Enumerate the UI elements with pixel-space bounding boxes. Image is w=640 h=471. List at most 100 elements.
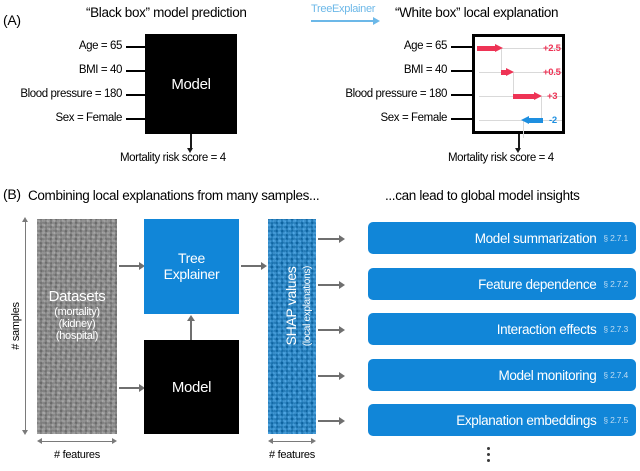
- leader-line-bp-right: [451, 94, 472, 96]
- panel-a-right-title: “White box” local explanation: [395, 5, 559, 20]
- flow-arrow-datasets-to-explainer-head: [139, 262, 145, 270]
- flow-arrow-to-insight-4-shaft: [318, 375, 340, 377]
- waterfall-connector-4: [523, 120, 524, 138]
- panel-b-right-title: ...can lead to global model insights: [385, 188, 580, 203]
- flow-arrow-to-insight-1-shaft: [318, 238, 340, 240]
- flow-arrow-to-insight-3-shaft: [318, 329, 340, 331]
- shap-values-column: [268, 219, 316, 434]
- feature-label-bmi-right: BMI = 40: [403, 64, 448, 76]
- datasets-subtitle-hospital: (hospital): [55, 330, 99, 343]
- features-left-dimension-line: [42, 441, 112, 443]
- waterfall-guide-age: [479, 48, 562, 49]
- insight-pill-interaction-effects[interactable]: Interaction effects § 2.7.3: [368, 313, 636, 345]
- datasets-title: Datasets: [48, 288, 106, 305]
- feature-label-bmi-left: BMI = 40: [78, 64, 123, 76]
- output-label-left: Mortality risk score = 4: [120, 152, 226, 164]
- shap-value-sex: -2: [549, 115, 557, 126]
- feature-label-age-left: Age = 65: [78, 40, 123, 52]
- flow-arrow-model-to-explainer-shaft: [190, 320, 192, 340]
- continuation-dot-3: [487, 459, 490, 462]
- treeexplainer-arrow-shaft: [311, 20, 373, 22]
- flow-arrow-to-insight-3-head: [339, 326, 345, 334]
- insights-continuation-dots: [487, 447, 490, 462]
- black-box-output-arrow-head: [187, 148, 193, 153]
- flow-arrow-explainer-to-shap-head: [261, 262, 267, 270]
- panel-a-left-title: “Black box” model prediction: [86, 5, 247, 20]
- features-right-axis-label: # features: [269, 449, 315, 461]
- shap-values-column-subtext: (local explanations): [297, 252, 315, 360]
- panel-b-left-title: Combining local explanations from many s…: [28, 188, 320, 203]
- feature-label-sex-right: Sex = Female: [380, 112, 448, 124]
- insight-section-interaction-effects: § 2.7.3: [603, 324, 628, 334]
- leader-line-sex-right: [451, 118, 472, 120]
- flow-arrow-datasets-to-model-head: [139, 384, 145, 392]
- shap-arrow-bmi: [501, 68, 515, 77]
- feature-label-bp-left: Blood pressure = 180: [20, 88, 122, 100]
- insight-pill-model-summarization[interactable]: Model summarization § 2.7.1: [368, 222, 636, 254]
- feature-label-sex-left: Sex = Female: [55, 112, 123, 124]
- flow-arrow-model-to-explainer-head: [187, 315, 195, 321]
- flow-arrow-explainer-to-shap-shaft: [241, 265, 262, 267]
- waterfall-connector-3: [541, 96, 542, 120]
- insight-label-interaction-effects: Interaction effects: [496, 321, 597, 337]
- shap-value-age: +2.5: [543, 43, 561, 54]
- datasets-text-group: Datasets (mortality) (kidney) (hospital): [37, 288, 117, 343]
- black-box-output-arrow-shaft: [190, 134, 192, 150]
- treeexplainer-arrow-head: [373, 17, 380, 25]
- leader-line-bmi-left: [126, 70, 145, 72]
- continuation-dot-1: [487, 447, 490, 450]
- insight-pill-model-monitoring[interactable]: Model monitoring § 2.7.4: [368, 359, 636, 391]
- flow-arrow-datasets-to-model-shaft: [119, 387, 140, 389]
- flow-arrow-to-insight-2-head: [339, 281, 345, 289]
- shap-arrow-bloodpressure: [513, 92, 543, 101]
- shap-arrow-sex: [521, 116, 543, 125]
- leader-line-sex-left: [126, 118, 145, 120]
- insight-pill-explanation-embeddings[interactable]: Explanation embeddings § 2.7.5: [368, 404, 636, 436]
- insight-label-model-summarization: Model summarization: [474, 230, 597, 246]
- samples-dimension-line: [25, 222, 27, 430]
- flow-arrow-to-insight-1-head: [339, 235, 345, 243]
- flow-arrow-to-insight-5-shaft: [318, 420, 340, 422]
- leader-line-bmi-right: [451, 70, 472, 72]
- shap-value-bloodpressure: +3: [547, 91, 558, 102]
- tree-explainer-box: Tree Explainer: [144, 219, 239, 314]
- model-box-panel-b: Model: [144, 340, 239, 434]
- insight-label-model-monitoring: Model monitoring: [498, 367, 597, 383]
- features-left-dimension-head-left: [37, 438, 42, 444]
- insight-section-explanation-embeddings: § 2.7.5: [603, 415, 628, 425]
- flow-arrow-to-insight-2-shaft: [318, 284, 340, 286]
- shap-value-bmi: +0.5: [543, 67, 561, 78]
- white-box-explanation: +2.5 +0.5 +3 -2: [472, 34, 565, 138]
- treeexplainer-label: TreeExplainer: [311, 3, 376, 15]
- insight-pill-feature-dependence[interactable]: Feature dependence § 2.7.2: [368, 268, 636, 300]
- features-left-dimension-head-right: [112, 438, 117, 444]
- samples-dimension-head-bottom: [22, 430, 28, 435]
- black-box-model-label: Model: [171, 75, 211, 93]
- flow-arrow-to-insight-4-head: [339, 372, 345, 380]
- leader-line-age-right: [451, 46, 472, 48]
- insight-label-feature-dependence: Feature dependence: [478, 276, 597, 292]
- leader-line-bp-left: [126, 94, 145, 96]
- insight-section-model-summarization: § 2.7.1: [603, 233, 628, 243]
- samples-axis-label: # samples: [10, 302, 22, 350]
- features-right-dimension-head-right: [311, 438, 316, 444]
- tree-explainer-label-line1: Tree: [177, 250, 206, 267]
- shap-arrow-age: [477, 44, 503, 53]
- waterfall-guide-sex: [479, 120, 562, 121]
- white-box-output-arrow-head: [515, 148, 521, 153]
- feature-label-age-right: Age = 65: [403, 40, 448, 52]
- panel-a-letter: (A): [3, 12, 21, 28]
- datasets-subtitle-kidney: (kidney): [58, 318, 96, 331]
- flow-arrow-to-insight-5-head: [339, 417, 345, 425]
- white-box-output-arrow-shaft: [518, 134, 520, 150]
- insight-label-explanation-embeddings: Explanation embeddings: [456, 412, 597, 428]
- samples-dimension-head-top: [22, 217, 28, 222]
- continuation-dot-2: [487, 453, 490, 456]
- datasets-subtitle-mortality: (mortality): [54, 305, 100, 318]
- datasets-block: [37, 219, 117, 434]
- waterfall-guide-bmi: [479, 72, 562, 73]
- model-box-panel-b-label: Model: [171, 378, 212, 396]
- features-left-axis-label: # features: [54, 449, 100, 461]
- output-label-right: Mortality risk score = 4: [448, 152, 554, 164]
- insight-section-feature-dependence: § 2.7.2: [603, 279, 628, 289]
